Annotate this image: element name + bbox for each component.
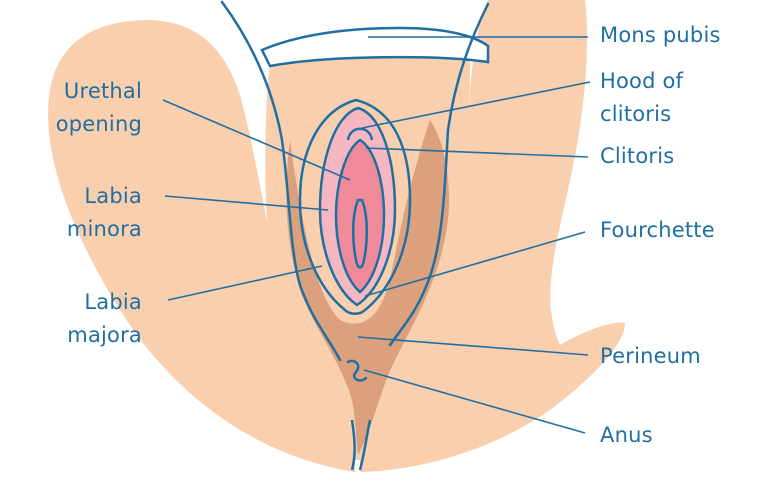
left-contour: [220, 0, 342, 362]
buttock-crease: [350, 419, 372, 471]
label-mons-pubis: Mons pubis: [600, 19, 721, 52]
label-mons-pubis-text: Mons pubis: [600, 23, 721, 47]
labia-majora-outline: [298, 98, 412, 315]
label-labia-majora-line1: Labia: [84, 290, 142, 314]
leader-clitoris: [365, 147, 589, 158]
label-clitoris: Clitoris: [600, 140, 674, 173]
label-anus: Anus: [600, 419, 653, 452]
leader-labia-minora: [164, 195, 329, 211]
leader-fourchette: [364, 231, 586, 297]
label-labia-majora: Labia majora: [0, 286, 142, 352]
label-hood-line1: Hood of: [600, 69, 684, 93]
anus-mark: [346, 359, 368, 382]
label-hood-line2: clitoris: [600, 102, 672, 126]
vaginal-opening: [352, 198, 368, 269]
left-thigh: [48, 20, 355, 472]
label-labia-minora-line1: Labia: [84, 184, 142, 208]
label-labia-minora-line2: minora: [66, 217, 142, 241]
clitoral-hood: [346, 127, 374, 141]
label-urethral-line1: Urethal: [63, 79, 142, 103]
leader-perineum: [357, 336, 589, 356]
label-hood-of-clitoris: Hood of clitoris: [600, 65, 683, 131]
leader-anus: [363, 369, 586, 434]
label-anus-text: Anus: [600, 423, 653, 447]
leader-labia-majora: [167, 265, 323, 301]
label-perineum-text: Perineum: [600, 344, 701, 368]
label-fourchette: Fourchette: [600, 214, 715, 247]
label-perineum: Perineum: [600, 340, 701, 373]
right-contour: [388, 2, 490, 347]
vestibule: [334, 138, 386, 294]
leader-urethral: [162, 99, 351, 181]
label-urethral-line2: opening: [55, 112, 142, 136]
label-clitoris-text: Clitoris: [600, 144, 675, 168]
leader-hood: [361, 81, 591, 129]
label-labia-majora-line2: majora: [67, 323, 142, 347]
label-urethral-opening: Urethal opening: [0, 75, 142, 141]
label-fourchette-text: Fourchette: [600, 218, 715, 242]
label-labia-minora: Labia minora: [0, 180, 142, 246]
shadow-area: [286, 120, 450, 455]
